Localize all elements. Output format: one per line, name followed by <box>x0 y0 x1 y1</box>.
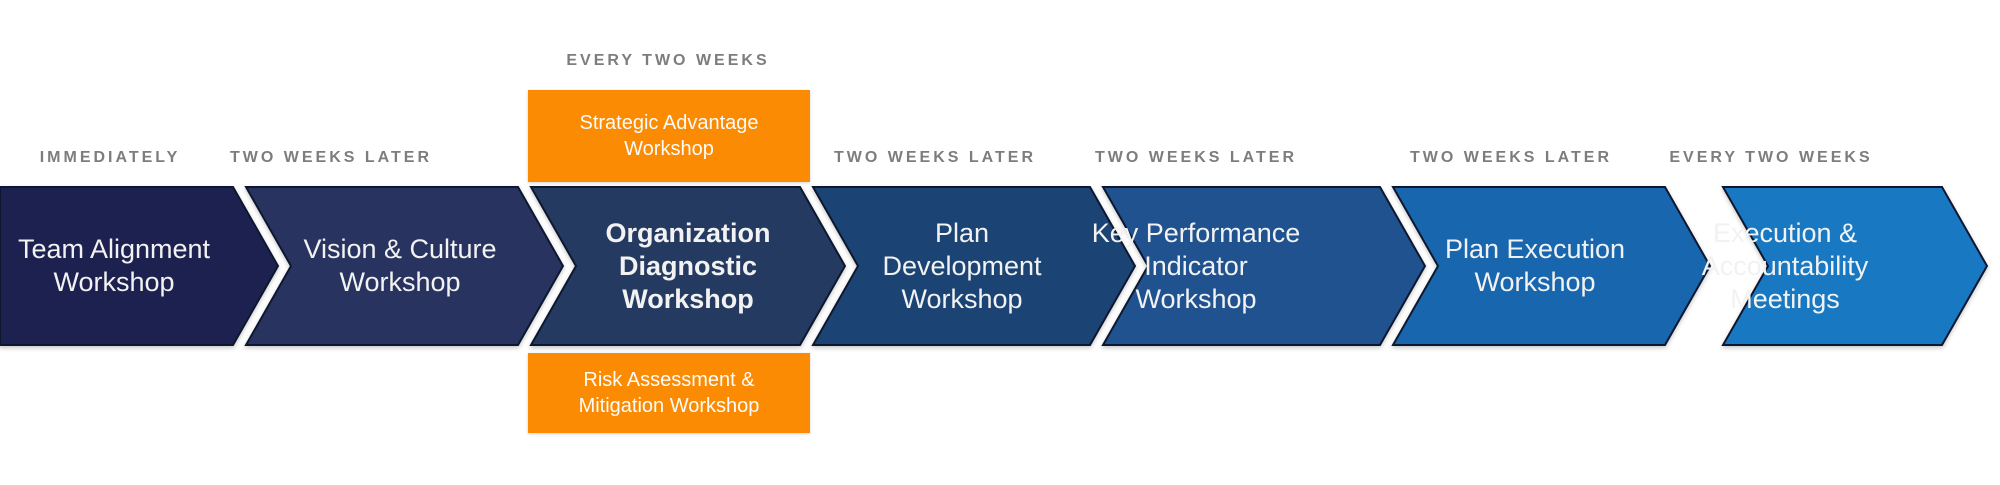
step-title-execution-accountability: Execution & Accountability Meetings <box>1701 217 1869 314</box>
branch-box-strategic-advantage: Strategic Advantage Workshop <box>528 90 810 182</box>
step-title-key-performance-indicator: Key Performance Indicator Workshop <box>1091 217 1301 314</box>
chevron-plan-development <box>811 186 1137 346</box>
step-title-team-alignment: Team Alignment Workshop <box>17 234 211 297</box>
schedule-label-plan-execution: TWO WEEKS LATER <box>1409 149 1613 166</box>
branch-box-risk-assessment-mitigation: Risk Assessment & Mitigation Workshop <box>528 353 810 433</box>
step-title-plan-development: Plan Development Workshop <box>882 217 1042 314</box>
schedule-label-team-alignment: IMMEDIATELY <box>39 149 181 166</box>
schedule-label-execution-accountability: EVERY TWO WEEKS <box>1669 149 1873 166</box>
step-title-vision-culture: Vision & Culture Workshop <box>303 234 497 297</box>
step-title-organization-diagnostic: Organization Diagnostic Workshop <box>605 217 771 314</box>
schedule-label-organization-diagnostic: EVERY TWO WEEKS <box>566 52 770 69</box>
schedule-label-vision-culture: TWO WEEKS LATER <box>229 149 433 166</box>
chevron-vision-culture <box>244 186 565 346</box>
chevron-team-alignment <box>0 186 280 346</box>
step-title-plan-execution: Plan Execution Workshop <box>1444 234 1626 297</box>
chevron-key-performance-indicator <box>1101 186 1427 346</box>
chevron-execution-accountability <box>1721 186 1989 346</box>
chevron-organization-diagnostic <box>529 186 847 346</box>
schedule-label-key-performance-indicator: TWO WEEKS LATER <box>1094 149 1298 166</box>
chevron-plan-execution <box>1391 186 1712 346</box>
schedule-label-plan-development: TWO WEEKS LATER <box>833 149 1037 166</box>
